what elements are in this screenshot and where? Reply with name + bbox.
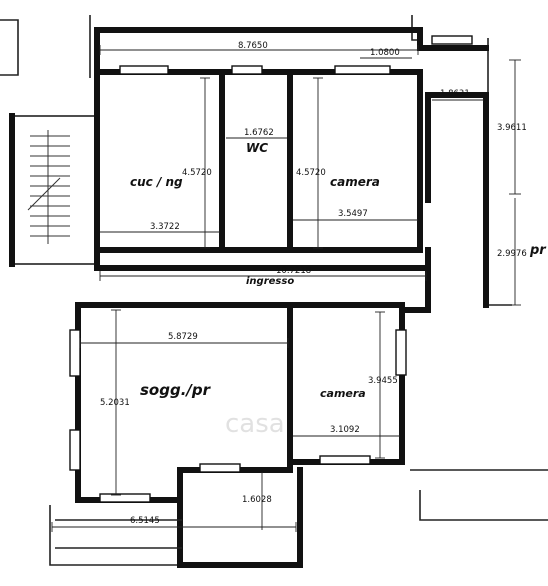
dim-corridor-width: 10.7218 [276, 266, 311, 276]
dim-top-right-small: 1.0800 [370, 48, 400, 58]
balcony [55, 519, 182, 549]
dim-balcony-width: 6.5145 [130, 516, 160, 526]
watermark: casa [225, 409, 285, 439]
room-living-label: sogg./pr [140, 381, 212, 399]
room-bedroom2-label: camera [320, 387, 366, 400]
walls [75, 27, 489, 568]
dimension-lines [51, 45, 521, 532]
dim-kitchen-height: 4.5720 [182, 168, 212, 178]
dim-right-lower-height: 2.9976 [497, 249, 527, 259]
dim-kitchen-width: 3.3722 [150, 222, 180, 232]
dim-bedroom1-width: 3.5497 [338, 209, 368, 219]
staircase [9, 113, 99, 267]
dim-wc-width: 1.6762 [244, 128, 274, 138]
dim-living-height: 5.2031 [100, 398, 130, 408]
room-wc-label: WC [246, 141, 268, 155]
dimension-labels: 8.7650 1.0800 1.8631 3.9611 2.9976 1.676… [100, 41, 527, 526]
room-kitchen-label: cuc / ng [130, 175, 183, 189]
dim-bedroom1-height: 4.5720 [296, 168, 326, 178]
dim-living-width: 5.8729 [168, 332, 198, 342]
dim-right-room-width: 1.8631 [440, 89, 470, 99]
dim-balcony-depth: 1.6028 [242, 495, 272, 505]
dim-bedroom2-height: 3.9455 [368, 376, 398, 386]
room-corridor-label: ingresso [246, 276, 294, 287]
dim-right-top-height: 3.9611 [497, 123, 527, 133]
dim-bedroom2-width: 3.1092 [330, 425, 360, 435]
room-right-label: pr [529, 243, 547, 258]
windows [69, 35, 473, 503]
room-bedroom1-label: camera [330, 175, 380, 189]
room-labels: cuc / ng WC camera ingresso sogg./pr cam… [130, 141, 547, 400]
dim-top-total: 8.7650 [238, 41, 268, 51]
